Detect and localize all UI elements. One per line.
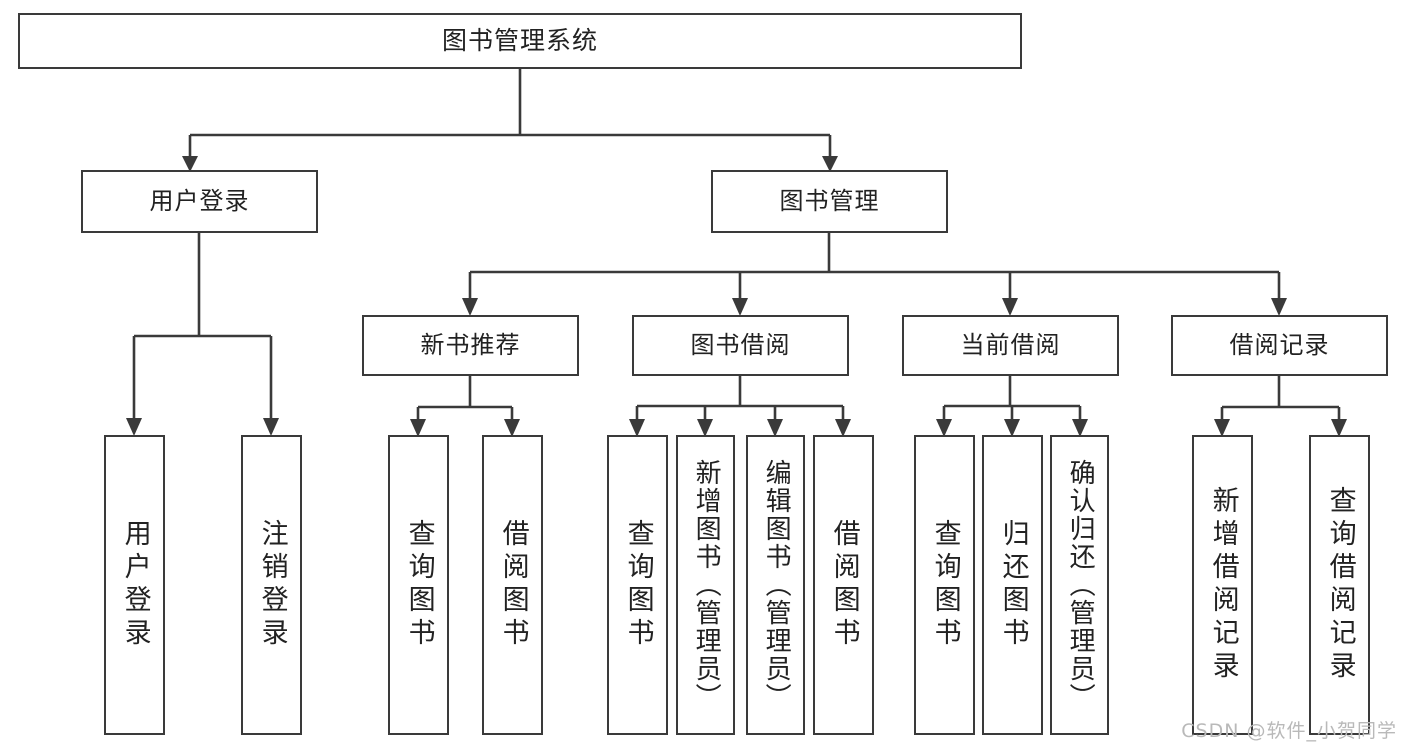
node-book-borrowing[interactable]: 图书借阅 — [632, 315, 849, 376]
leaf-query-books-new-book[interactable]: 查询图书 — [388, 435, 449, 735]
leaf-borrow-books[interactable]: 借阅图书 — [813, 435, 874, 735]
node-current-borrowing[interactable]: 当前借阅 — [902, 315, 1119, 376]
leaf-query-books-borrow[interactable]: 查询图书 — [607, 435, 668, 735]
leaf-return-books[interactable]: 归还图书 — [982, 435, 1043, 735]
leaf-user-login[interactable]: 用户登录 — [104, 435, 165, 735]
leaf-add-borrowing-record[interactable]: 新增借阅记录 — [1192, 435, 1253, 735]
node-borrowing-records[interactable]: 借阅记录 — [1171, 315, 1388, 376]
leaf-query-books-current[interactable]: 查询图书 — [914, 435, 975, 735]
node-book-management[interactable]: 图书管理 — [711, 170, 948, 233]
leaf-confirm-return-admin[interactable]: 确认归还（管理员） — [1050, 435, 1109, 735]
leaf-borrow-books-new-book[interactable]: 借阅图书 — [482, 435, 543, 735]
leaf-logout[interactable]: 注销登录 — [241, 435, 302, 735]
csdn-watermark: CSDN @软件_小贺同学 — [1181, 720, 1397, 742]
leaf-query-borrowing-record[interactable]: 查询借阅记录 — [1309, 435, 1370, 735]
node-new-book-recommendation[interactable]: 新书推荐 — [362, 315, 579, 376]
node-root-book-management-system[interactable]: 图书管理系统 — [18, 13, 1022, 69]
leaf-edit-book-admin[interactable]: 编辑图书（管理员） — [746, 435, 805, 735]
node-user-login[interactable]: 用户登录 — [81, 170, 318, 233]
leaf-add-book-admin[interactable]: 新增图书（管理员） — [676, 435, 735, 735]
